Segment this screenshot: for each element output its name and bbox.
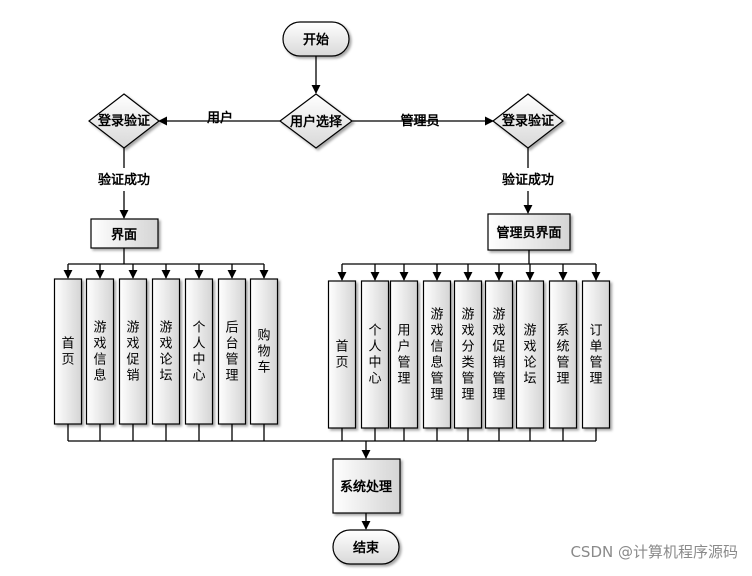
edge-label-success-right: 验证成功 (502, 172, 554, 188)
admin-module-label-2: 用户管理 (397, 324, 410, 387)
admin-ui-box: 管理员界面 (487, 213, 571, 251)
user-module-label-3: 游戏论坛 (159, 321, 172, 384)
system-label: 系统处理 (340, 479, 392, 495)
user-module-label-1: 游戏信息 (93, 321, 106, 384)
admin-module-label-6: 游戏论坛 (523, 324, 536, 387)
login-left-decision: 登录验证 (88, 93, 160, 149)
user-module-box-0 (53, 278, 83, 425)
admin-module-box-6 (515, 280, 545, 429)
login-left-label: 登录验证 (97, 113, 150, 129)
user-module-box-1 (85, 278, 115, 425)
admin-module-box-5 (484, 280, 514, 429)
user-module-box-5 (217, 278, 247, 425)
admin-module-box-0 (327, 280, 357, 429)
login-right-decision: 登录验证 (492, 93, 564, 149)
admin-module-box-2 (389, 280, 419, 429)
modules-layer: 首页 游戏信息 游戏促销 游戏论坛 个人中心 后台管理 购物车 首页 个人中心 用户管理 游戏信息管… (53, 248, 611, 459)
admin-module-label-3: 游戏信息管理 (430, 308, 443, 403)
user-module-label-6: 购物车 (257, 328, 270, 376)
user-module-box-2 (118, 278, 148, 425)
user-module-box-4 (184, 278, 214, 425)
admin-module-label-0: 首页 (335, 340, 348, 371)
user-module-label-5: 后台管理 (225, 321, 238, 384)
end-node: 结束 (332, 529, 400, 565)
user-ui-label: 界面 (111, 227, 137, 243)
user-module-label-4: 个人中心 (192, 321, 205, 384)
admin-module-label-5: 游戏促销管理 (492, 308, 505, 403)
admin-module-label-4: 游戏分类管理 (461, 308, 474, 403)
admin-module-box-7 (548, 280, 578, 429)
admin-module-label-8: 订单管理 (589, 324, 602, 387)
admin-ui-label: 管理员界面 (496, 225, 561, 241)
admin-module-label-7: 系统管理 (556, 324, 569, 387)
admin-module-label-1: 个人中心 (368, 324, 381, 387)
login-right-label: 登录验证 (501, 113, 554, 129)
user-module-box-3 (151, 278, 181, 425)
admin-module-box-4 (453, 280, 483, 429)
admin-module-box-8 (581, 280, 611, 429)
user-choice-label: 用户选择 (289, 114, 343, 130)
edge-label-admin: 管理员 (400, 113, 439, 129)
user-module-label-0: 首页 (61, 337, 74, 368)
system-box: 系统处理 (332, 458, 401, 514)
edge-label-user: 用户 (206, 110, 233, 126)
start-node: 开始 (282, 21, 350, 57)
watermark: CSDN @计算机程序源码 (570, 543, 738, 561)
start-label: 开始 (303, 32, 329, 48)
user-ui-box: 界面 (90, 218, 159, 249)
end-label: 结束 (353, 540, 380, 556)
user-module-label-2: 游戏促销 (126, 321, 139, 384)
user-choice-decision: 用户选择 (279, 93, 353, 149)
admin-module-box-1 (360, 280, 390, 429)
admin-module-box-3 (422, 280, 452, 429)
edge-label-success-left: 验证成功 (98, 172, 150, 188)
